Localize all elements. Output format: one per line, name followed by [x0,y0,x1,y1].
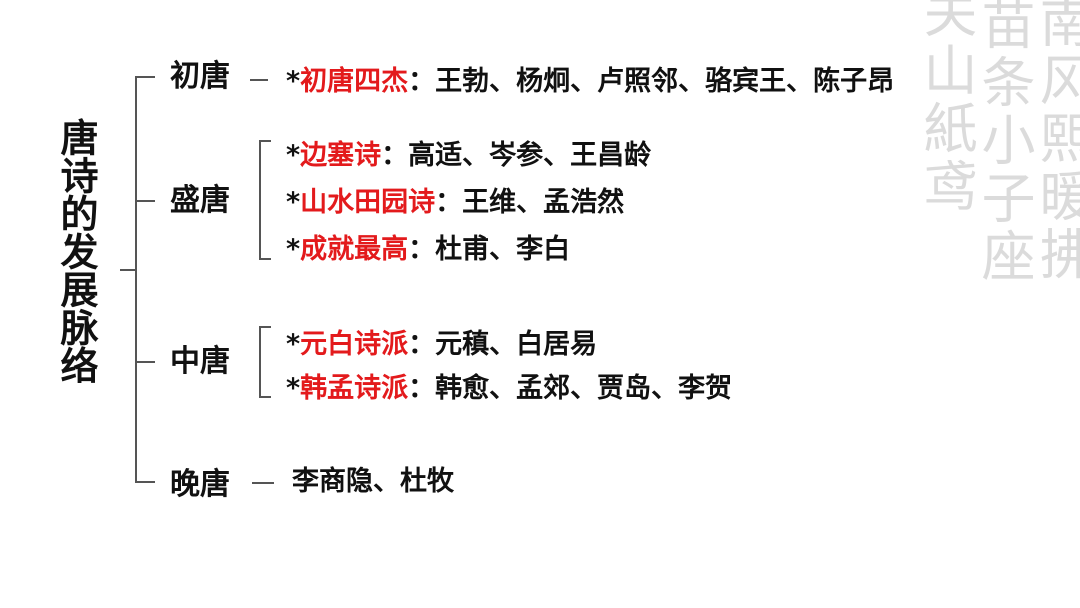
item-label: 山水田园诗 [300,187,435,218]
period-connector [250,79,268,81]
period-zhongtang: 中唐 [170,345,230,379]
period-item: *韩孟诗派：韩愈、孟郊、贾岛、李贺 [286,373,732,405]
watermark-calligraphy: 南风熙暖拂 [1030,0,1080,284]
item-poets: 王维、孟浩然 [462,187,624,218]
diagram-title: 唐诗的发展脉络 [56,118,96,384]
item-label: 成就最高 [300,234,408,265]
item-sep: ： [408,66,435,97]
sub-bracket-top [259,326,271,328]
sub-bracket-bottom [259,396,271,398]
bracket-tick-zhongtang [135,361,155,363]
main-bracket [135,76,137,482]
root-connector [120,269,136,271]
sub-bracket [259,140,261,260]
item-poets: 元稹、白居易 [435,329,597,360]
bracket-tick-tang-sheng [135,200,155,202]
period-chutang: 初唐 [170,60,230,94]
item-sep: ： [408,373,435,404]
period-item: 李商隐、杜牧 [292,466,454,498]
item-poets: 韩愈、孟郊、贾岛、李贺 [435,373,732,404]
star-mark: * [286,234,300,265]
item-label: 边塞诗 [300,140,381,171]
period-item: *成就最高：杜甫、李白 [286,234,570,266]
star-mark: * [286,140,300,171]
item-poets: 王勃、杨炯、卢照邻、骆宾王、陈子昂 [435,66,894,97]
item-sep: ： [381,140,408,171]
star-mark: * [286,66,300,97]
item-sep: ： [408,234,435,265]
item-poets: 李商隐、杜牧 [292,466,454,497]
star-mark: * [286,373,300,404]
item-poets: 高适、岑参、王昌龄 [408,140,651,171]
sub-bracket-bottom [259,258,271,260]
period-item: *元白诗派：元稹、白居易 [286,329,597,361]
period-shengtang: 盛唐 [170,184,230,218]
star-mark: * [286,329,300,360]
item-label: 元白诗派 [300,329,408,360]
sub-bracket-top [259,140,271,142]
star-mark: * [286,187,300,218]
period-item: *山水田园诗：王维、孟浩然 [286,187,624,219]
period-connector [252,482,274,484]
sub-bracket [259,326,261,398]
bracket-tick-wantang [135,481,155,483]
watermark-calligraphy: 苗条小子座 [972,0,1034,286]
period-item: *边塞诗：高适、岑参、王昌龄 [286,140,651,172]
period-item: *初唐四杰：王勃、杨炯、卢照邻、骆宾王、陈子昂 [286,66,894,98]
item-sep: ： [408,329,435,360]
item-poets: 杜甫、李白 [435,234,570,265]
bracket-tick-chutang [135,76,155,78]
item-label: 初唐四杰 [300,66,408,97]
item-label: 韩孟诗派 [300,373,408,404]
period-wantang: 晚唐 [170,468,230,502]
watermark-calligraphy: 关山紙鸢 [914,0,976,216]
item-sep: ： [435,187,462,218]
